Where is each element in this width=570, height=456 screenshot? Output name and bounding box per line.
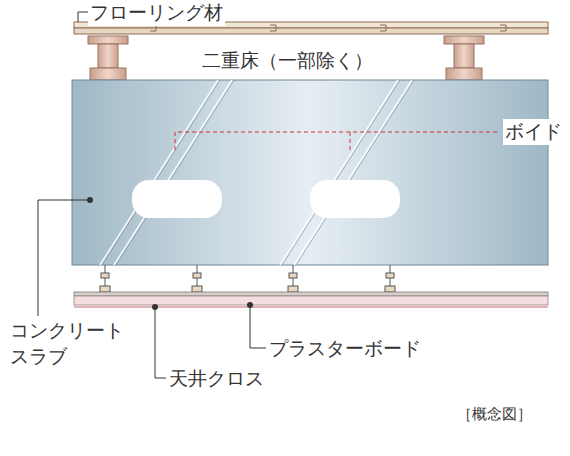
part-label: プラスターボード xyxy=(267,336,423,362)
leader-dot xyxy=(87,197,93,203)
ceiling-hanger xyxy=(100,265,395,292)
ceiling xyxy=(74,292,548,307)
slab-highlight-shade xyxy=(102,80,414,265)
slab-highlight xyxy=(100,80,412,265)
leader-dot xyxy=(247,302,253,308)
part-label: コンクリート スラブ xyxy=(8,318,136,369)
leader-dot xyxy=(152,304,158,310)
part-label: 天井クロス xyxy=(167,366,266,392)
part-label: フローリング材 xyxy=(88,0,225,26)
void-leader xyxy=(175,132,500,150)
note-label: ［概念図］ xyxy=(455,404,534,424)
part-label: ボイド xyxy=(503,119,564,145)
floor-pedestal xyxy=(88,36,484,80)
part-label: 二重床（一部除く） xyxy=(200,48,375,74)
concrete-slab xyxy=(72,80,548,265)
void-hole xyxy=(132,180,222,218)
void-hole xyxy=(310,180,400,218)
